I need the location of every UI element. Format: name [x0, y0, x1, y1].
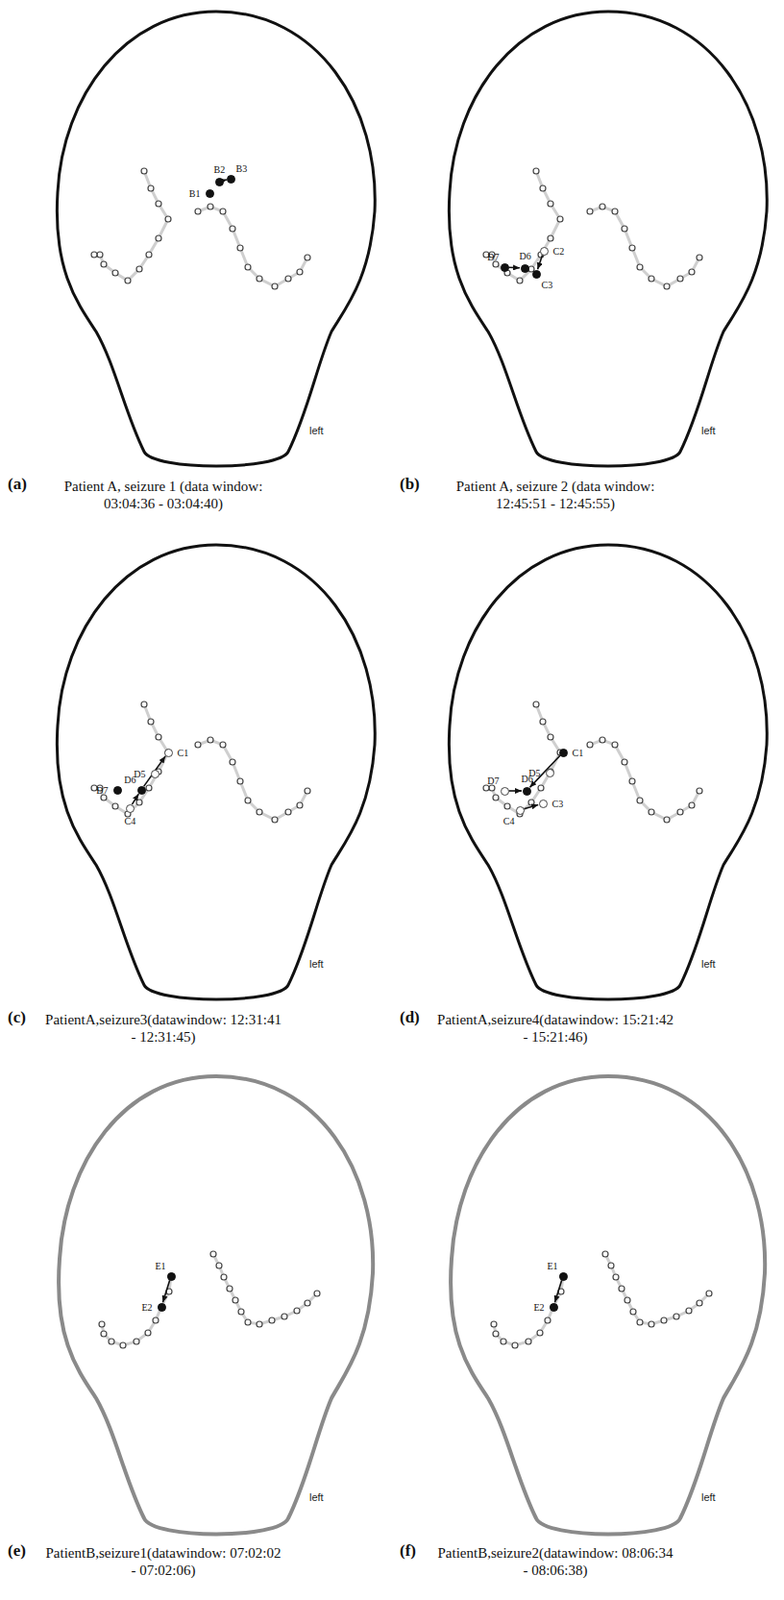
electrode-node: E2 — [549, 1302, 559, 1312]
side-marker: left — [701, 1491, 716, 1503]
panel-caption: Patient A, seizure 1 (data window: 03:04… — [43, 477, 284, 513]
electrode-node: C4 — [515, 806, 525, 815]
electrode-node: D6 — [520, 264, 530, 273]
electrode-node: D5 — [545, 768, 555, 778]
side-marker: left — [309, 1491, 324, 1503]
electrode-label: E2 — [533, 1302, 544, 1313]
side-marker: left — [701, 424, 716, 437]
electrode-node: B1 — [205, 189, 215, 198]
panel-letter: (f) — [399, 1541, 417, 1561]
propagation-arrow — [508, 266, 520, 269]
electrode-node: C3 — [532, 269, 541, 279]
electrode-label: D7 — [487, 776, 499, 786]
panel-caption: PatientB,seizure2(datawindow: 08:06:34 -… — [435, 1543, 676, 1579]
electrode-node: D7 — [113, 785, 123, 795]
electrode-node: B3 — [226, 174, 236, 184]
side-marker: left — [701, 957, 716, 970]
propagation-arrow — [131, 793, 139, 805]
electrode-label: C2 — [553, 246, 565, 257]
panel-letter: (c) — [7, 1007, 26, 1028]
head-panel — [450, 1076, 765, 1535]
electrode-label: E2 — [141, 1302, 152, 1313]
head-panel — [448, 11, 767, 466]
panel-letter: (e) — [7, 1541, 26, 1561]
electrode-label: D7 — [96, 785, 108, 796]
panel-caption: PatientA,seizure3(datawindow: 12:31:41 -… — [43, 1010, 284, 1046]
electrode-node: E1 — [559, 1272, 568, 1281]
propagation-arrow — [554, 1279, 562, 1302]
electrode-label: C3 — [552, 799, 564, 809]
panel-caption: PatientA,seizure4(datawindow: 15:21:42 -… — [435, 1010, 676, 1046]
electrode-label: B2 — [214, 165, 226, 175]
propagation-arrow — [538, 254, 543, 270]
electrode-label: D6 — [123, 775, 136, 785]
panel-letter: (a) — [7, 474, 27, 494]
electrode-label: C1 — [177, 748, 190, 759]
electrode-node: E1 — [167, 1272, 176, 1281]
side-marker: left — [309, 424, 324, 437]
electrode-label: C3 — [541, 280, 554, 291]
propagation-arrow — [523, 804, 539, 809]
electrode-node: C1 — [559, 748, 568, 758]
side-marker: left — [309, 957, 324, 970]
electrode-label: C4 — [503, 816, 515, 827]
panel-caption: Patient A, seizure 2 (data window: 12:45… — [435, 477, 676, 513]
electrode-node: C3 — [539, 799, 548, 809]
electrode-label: B3 — [236, 164, 248, 174]
electrode-label: E1 — [546, 1261, 558, 1272]
electrode-node: B2 — [215, 177, 224, 187]
electrode-label: D6 — [519, 251, 532, 262]
electrode-node: C1 — [164, 748, 173, 758]
electrode-node: D7 — [500, 786, 510, 796]
propagation-arrow — [509, 789, 523, 792]
panel-caption: PatientB,seizure1(datawindow: 07:02:02 -… — [43, 1543, 284, 1579]
electrode-node: D6 — [137, 785, 147, 795]
electrode-label: C1 — [572, 748, 585, 759]
electrode-node: C4 — [125, 804, 135, 813]
electrode-node: D7 — [500, 263, 510, 272]
electrode-label: C4 — [124, 816, 137, 827]
propagation-arrow — [162, 1279, 170, 1302]
head-panel — [56, 11, 375, 466]
panel-letter: (d) — [399, 1007, 420, 1028]
electrode-label: E1 — [154, 1261, 166, 1272]
electrode-label: B1 — [189, 189, 201, 199]
electrode-label: D6 — [521, 774, 534, 784]
head-panel — [58, 1076, 373, 1535]
propagation-arrow — [144, 756, 166, 786]
electrode-node: C2 — [539, 246, 549, 256]
panel-letter: (b) — [399, 474, 420, 494]
electrode-node: D5 — [150, 769, 160, 779]
head-panel — [448, 544, 767, 1000]
electrode-label: D7 — [487, 252, 499, 263]
head-panel — [56, 544, 375, 1000]
electrode-node: E2 — [157, 1302, 167, 1312]
electrode-node: D6 — [522, 786, 532, 796]
